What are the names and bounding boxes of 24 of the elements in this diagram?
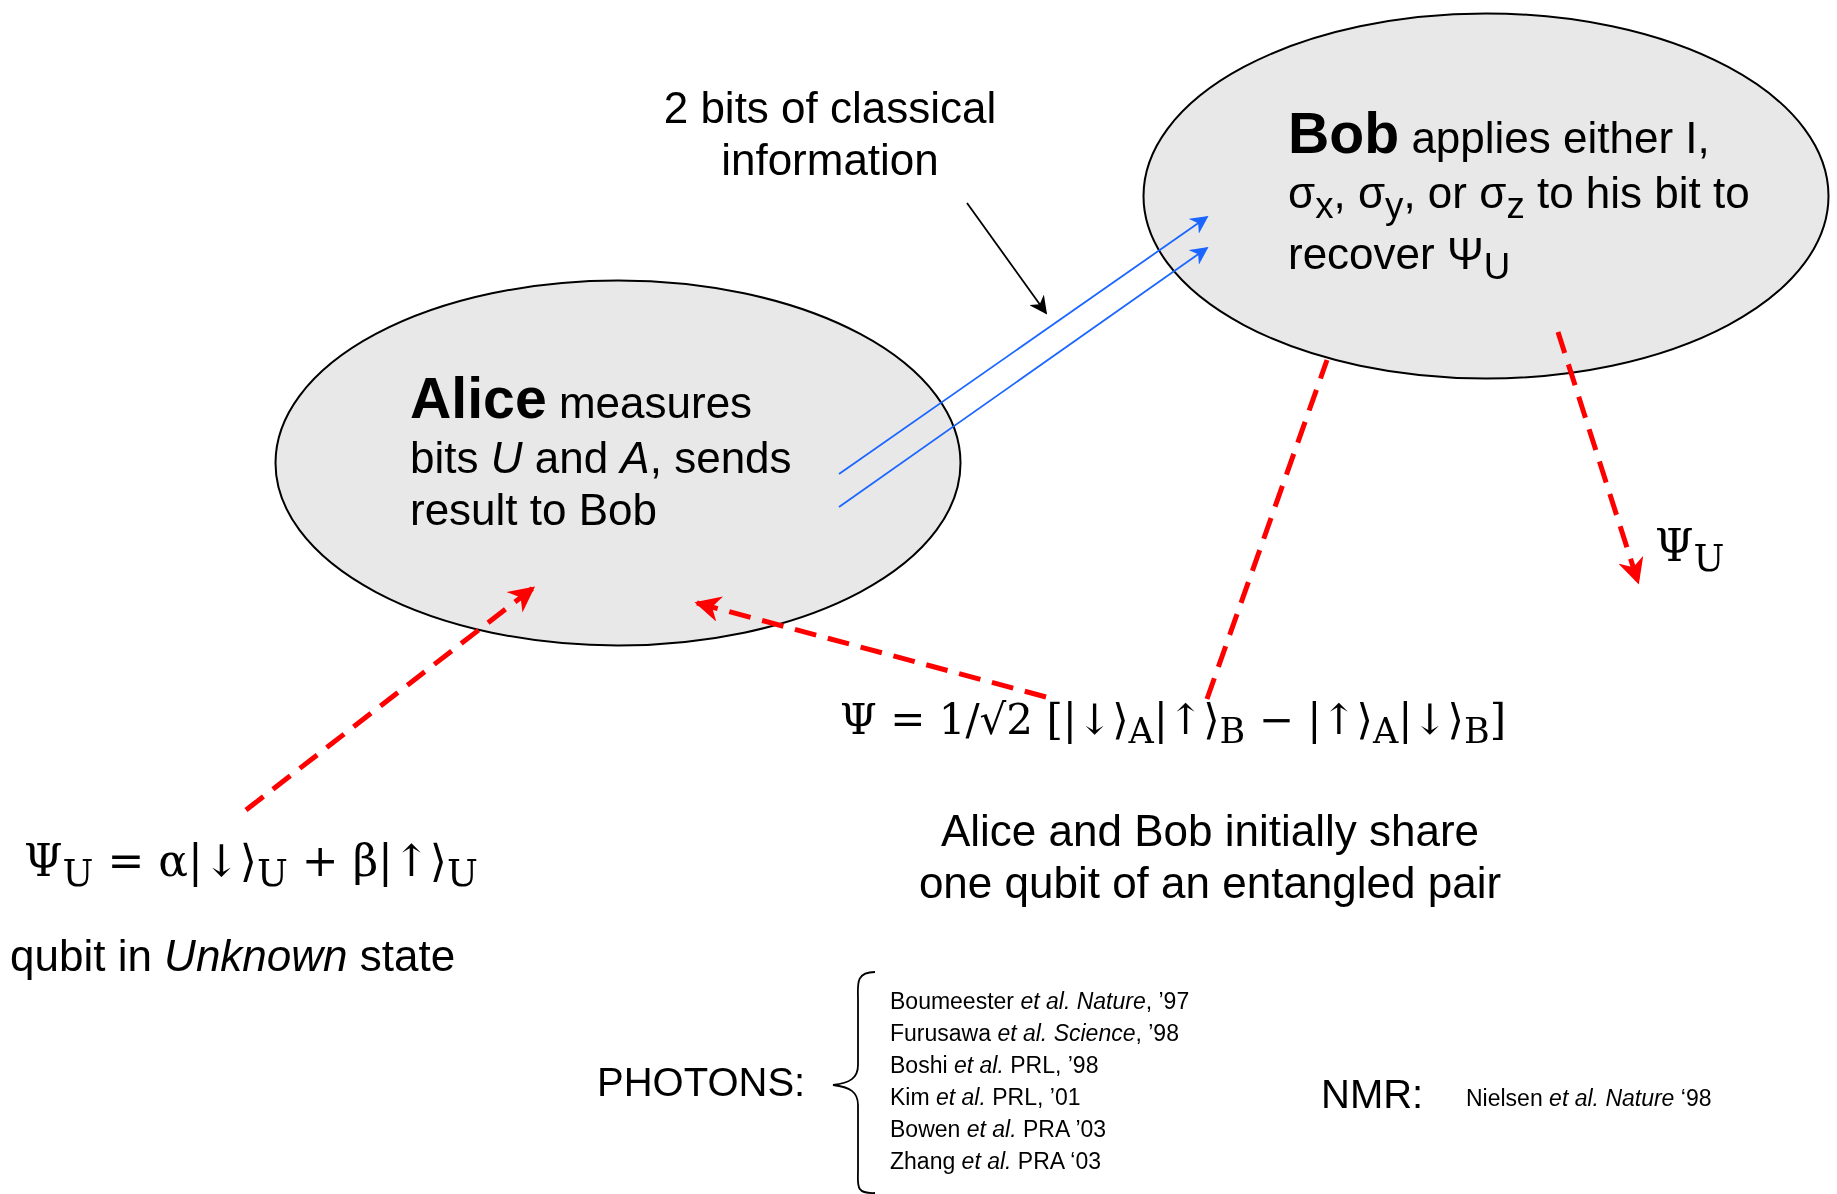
arrow — [1555, 331, 1644, 585]
arrow — [694, 596, 1047, 700]
reference-text: Kim et al. PRL, ’01 — [890, 1084, 1081, 1111]
leader-arrow — [966, 202, 1048, 315]
caption-text: Alice and Bob initially share one qubit of an entangled pair — [917, 805, 1503, 909]
arrow — [244, 586, 536, 812]
connector-line — [1204, 359, 1330, 700]
annotation-text: 2 bits of classical information — [662, 82, 998, 186]
caption-text: qubit in Unknown state — [10, 930, 457, 982]
node-text: Alice measures bits U and A, sends result to Bob — [410, 365, 793, 537]
reference-text: Nielsen et al. Nature ‘98 — [1466, 1085, 1712, 1112]
reference-text: Boshi et al. PRL, ’98 — [890, 1052, 1099, 1079]
category-label: NMR: — [1321, 1072, 1424, 1117]
arrow — [838, 246, 1209, 508]
node-text: Bob applies either I, σ$_{x}$, σ$_{y}$, or σ$_{z}$ to his bit to recover Ψ$_{U}$ — [1288, 100, 1751, 288]
arrow — [838, 215, 1209, 475]
math-formula: Ψ = 1/√2 [|↓⟩$_{A}$|↑⟩$_{B}$ − |↑⟩$_{A}$|↓⟩$_{B}$] — [840, 695, 1508, 753]
reference-text: Bowen et al. PRA ’03 — [890, 1116, 1107, 1143]
reference-text: Furusawa et al. Science, ’98 — [890, 1020, 1179, 1047]
math-symbol: Ψ$_{U}$ — [1655, 520, 1726, 581]
reference-text: Boumeester et al. Nature, ’97 — [890, 988, 1190, 1015]
category-label: PHOTONS: — [597, 1060, 806, 1105]
reference-text: Zhang et al. PRA ‘03 — [890, 1148, 1101, 1175]
math-formula: Ψ$_{U}$ = α|↓⟩$_{U}$ + β|↑⟩$_{U}$ — [24, 835, 479, 896]
